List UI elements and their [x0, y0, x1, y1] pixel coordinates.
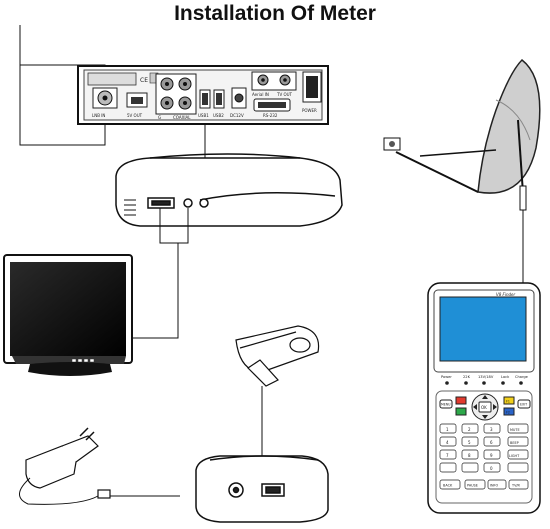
key-pause: PAUSE	[467, 484, 478, 488]
port-label-g: G	[158, 115, 161, 120]
usb-ports	[199, 89, 225, 109]
key-7: 7	[446, 453, 449, 458]
key-menu: MENU	[441, 403, 451, 407]
key-exit: EXIT	[520, 403, 527, 407]
key-yellow	[503, 396, 515, 405]
port-label-5v-out: 5V OUT	[127, 113, 143, 118]
key-6: 6	[490, 440, 493, 445]
key-0: 0	[490, 466, 493, 471]
port-label-coaxial: COAXIAL	[173, 115, 191, 120]
satellite-dish	[383, 59, 541, 283]
key-f2: F2	[506, 411, 510, 415]
port-label-usb1: USB1	[198, 113, 209, 118]
port-label-rs232: RS-232	[263, 113, 278, 118]
finder-brand: V8 Finder	[496, 292, 516, 297]
key-red	[455, 396, 467, 405]
hdmi-cable	[130, 208, 189, 339]
page-title: Installation Of Meter	[174, 2, 376, 25]
port-label-usb2: USB2	[213, 113, 224, 118]
lnb-in-port	[92, 87, 118, 109]
usb-flash-drive	[235, 325, 320, 470]
key-tvr: TV/R	[511, 484, 521, 488]
set-top-box	[115, 153, 343, 227]
function-keys	[439, 479, 529, 490]
key-f1: F1	[506, 400, 510, 404]
key-4: 4	[446, 440, 449, 445]
port-label-lnb-in: LNB IN	[92, 113, 105, 118]
power-adapter	[19, 427, 180, 505]
ce-mark: CE	[140, 77, 148, 84]
key-9: 9	[490, 453, 493, 458]
receiver-back-panel: CE LNB IN 5V OUT G COAXIAL	[77, 65, 329, 125]
port-label-aerial-in: Aerial IN	[252, 92, 269, 97]
key-info: INFO	[490, 484, 498, 488]
dpad: OK	[471, 393, 499, 421]
key-beep: BEEP	[510, 441, 519, 445]
indicator-22k: 22K	[463, 375, 471, 379]
port-label-dc12v: DC12V	[230, 113, 244, 118]
5v-out-port	[126, 92, 148, 108]
key-ok: OK	[481, 405, 487, 410]
key-light: LIGHT	[509, 454, 520, 458]
key-green	[455, 407, 467, 416]
indicator-13v18v: 13V/18V	[478, 375, 494, 379]
indicator-charge: Charge	[515, 375, 529, 379]
usb-receiver-box	[195, 455, 329, 523]
key-back: BACK	[443, 484, 453, 488]
rs232-port	[253, 98, 291, 112]
finder-screen	[439, 296, 527, 362]
rca-ports	[155, 73, 197, 115]
indicator-lock: Lock	[501, 375, 510, 379]
key-blue	[503, 407, 515, 416]
key-3: 3	[490, 427, 493, 432]
number-keys	[439, 423, 529, 473]
indicator-power: Power	[441, 375, 452, 379]
satellite-finder-meter: V8 Finder Power 22K 13V/18V Lock Charge …	[427, 282, 541, 514]
key-2: 2	[468, 427, 471, 432]
key-1: 1	[446, 427, 449, 432]
key-mute: MUTE	[510, 428, 520, 432]
dc12v-port	[231, 87, 247, 109]
key-5: 5	[468, 440, 471, 445]
tv-monitor	[3, 254, 133, 376]
aerial-tv-ports	[251, 71, 297, 91]
finder-indicators: Power 22K 13V/18V Lock Charge	[441, 375, 529, 385]
port-label-power: POWER	[302, 108, 317, 113]
key-8: 8	[468, 453, 471, 458]
serial-label	[87, 72, 137, 86]
power-switch	[302, 71, 322, 103]
port-label-tv-out: TV OUT	[276, 92, 293, 97]
